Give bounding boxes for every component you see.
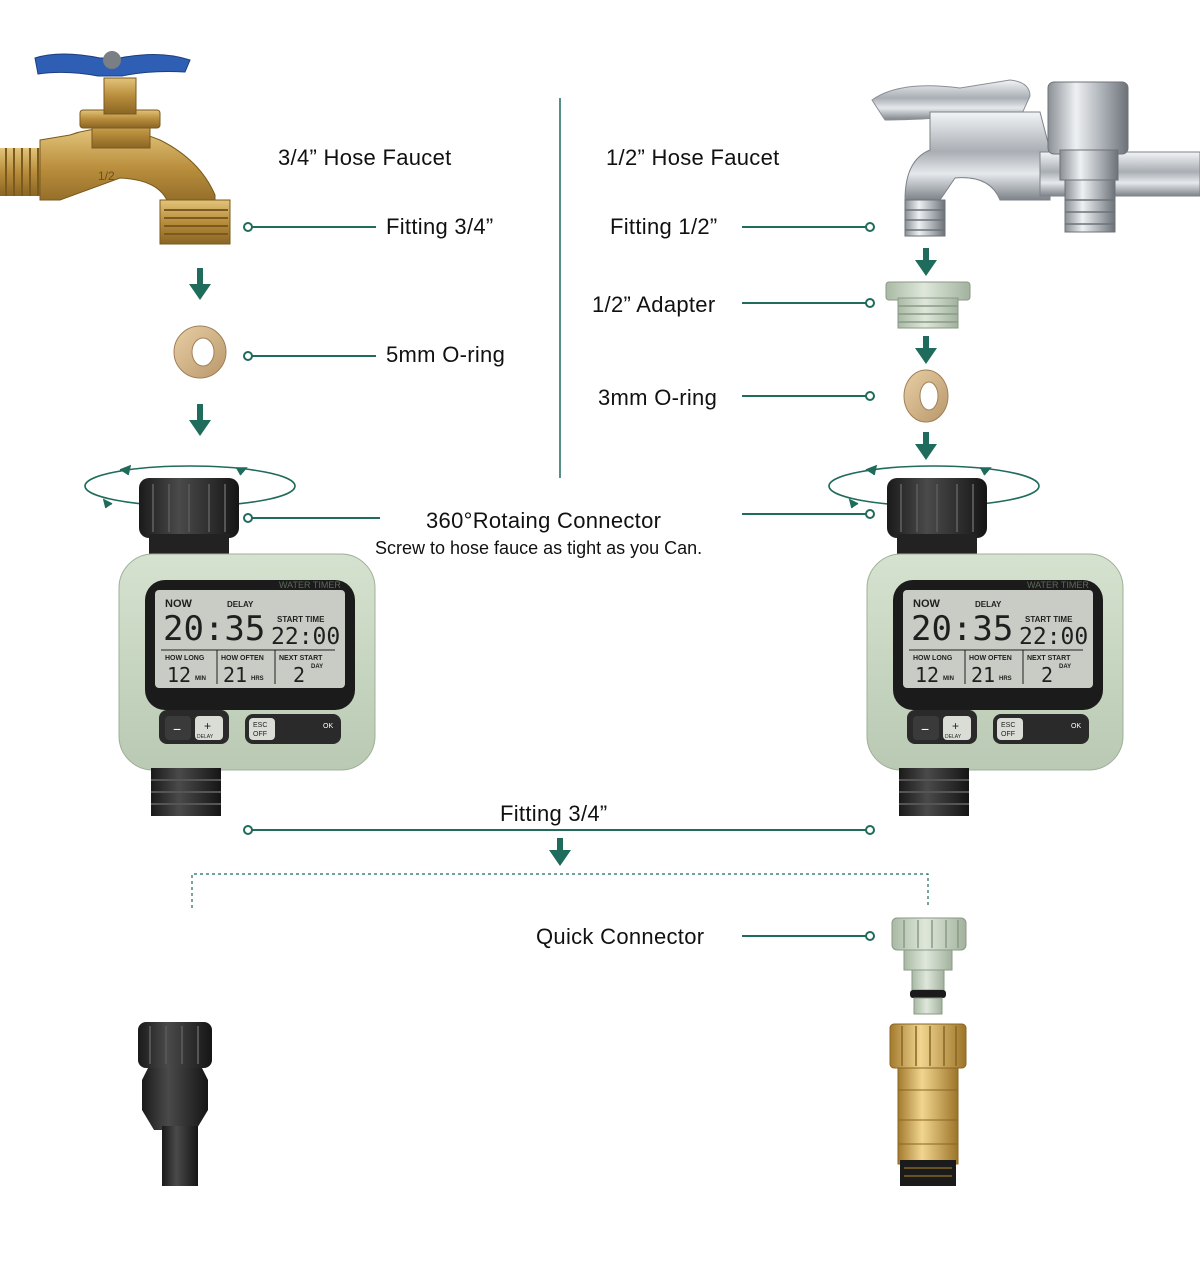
chrome-faucet-image bbox=[871, 79, 1200, 237]
black-hose-end-image bbox=[138, 1022, 212, 1186]
quick-connector-label: Quick Connector bbox=[536, 924, 705, 949]
lcd-how-long-label: HOW LONG bbox=[165, 655, 205, 662]
btn-minus: − bbox=[921, 721, 929, 737]
svg-text:1/2: 1/2 bbox=[98, 169, 115, 183]
btn-esc: ESC bbox=[253, 722, 267, 729]
right-oring-label: 3mm O-ring bbox=[598, 385, 718, 410]
brass-faucet-image: 1/2 bbox=[0, 51, 231, 245]
lcd-start-time-label: START TIME bbox=[277, 615, 325, 624]
lcd-next-start-value: 2 bbox=[1041, 663, 1053, 687]
lcd-next-start-label: NEXT START bbox=[279, 655, 323, 662]
dashed-bracket bbox=[191, 873, 929, 908]
bottom-fitting-line bbox=[243, 825, 875, 835]
lcd-how-long-label: HOW LONG bbox=[913, 655, 953, 662]
lcd-how-often-label: HOW OFTEN bbox=[969, 655, 1012, 662]
lcd-brand: WATER TIMER bbox=[279, 580, 341, 590]
lcd-current-time: 20:35 bbox=[163, 609, 265, 649]
connector-subtitle: Screw to hose fauce as tight as you Can. bbox=[375, 538, 703, 558]
lcd-left: WATER TIMER NOW DELAY 20:35 START TIME 2… bbox=[161, 580, 341, 687]
oring-3mm-image bbox=[903, 369, 949, 423]
lcd-how-often-value: 21 bbox=[971, 663, 995, 687]
lcd-next-start-value: 2 bbox=[293, 663, 305, 687]
btn-off: OFF bbox=[253, 731, 267, 738]
right-adapter-label: 1/2” Adapter bbox=[592, 292, 716, 317]
lcd-now-label: NOW bbox=[165, 598, 193, 610]
btn-off: OFF bbox=[1001, 731, 1015, 738]
flow-arrows bbox=[189, 248, 937, 866]
lcd-how-often-value: 21 bbox=[223, 663, 247, 687]
btn-ok: OK bbox=[323, 723, 333, 730]
lcd-next-start-label: NEXT START bbox=[1027, 655, 1071, 662]
oring-5mm-image bbox=[173, 325, 227, 379]
lcd-delay-label: DELAY bbox=[227, 600, 254, 609]
lcd-start-time-label: START TIME bbox=[1025, 615, 1073, 624]
lcd-how-long-unit: MIN bbox=[943, 676, 954, 682]
btn-minus: − bbox=[173, 721, 181, 737]
lcd-now-label: NOW bbox=[913, 598, 941, 610]
bottom-fitting-label: Fitting 3/4” bbox=[500, 801, 608, 826]
keypad-left: − + DELAY ESC OFF OK bbox=[165, 716, 333, 740]
lcd-current-time: 20:35 bbox=[911, 609, 1013, 649]
lcd-next-start-unit: DAY bbox=[311, 664, 323, 670]
quick-connector-image bbox=[891, 917, 967, 1015]
lcd-delay-label: DELAY bbox=[975, 600, 1002, 609]
lcd-next-start-unit: DAY bbox=[1059, 664, 1071, 670]
btn-plus-delay: DELAY bbox=[945, 734, 962, 740]
lcd-how-long-value: 12 bbox=[167, 663, 191, 687]
lcd-start-time: 22:00 bbox=[271, 624, 340, 650]
btn-esc: ESC bbox=[1001, 722, 1015, 729]
lcd-start-time: 22:00 bbox=[1019, 624, 1088, 650]
leader-lines-right bbox=[742, 222, 875, 941]
btn-plus: + bbox=[204, 719, 211, 733]
leader-lines-left bbox=[243, 222, 380, 523]
lcd-how-long-unit: MIN bbox=[195, 676, 206, 682]
left-fitting-label: Fitting 3/4” bbox=[386, 214, 494, 239]
lcd-right: WATER TIMER NOW DELAY 20:35 START TIME 2… bbox=[909, 580, 1089, 687]
adapter-half-inch-image bbox=[885, 281, 971, 329]
btn-plus: + bbox=[952, 719, 959, 733]
lcd-how-long-value: 12 bbox=[915, 663, 939, 687]
keypad-right: − + DELAY ESC OFF OK bbox=[913, 716, 1081, 740]
btn-ok: OK bbox=[1071, 723, 1081, 730]
brass-hose-end-image bbox=[889, 1023, 967, 1186]
lcd-brand: WATER TIMER bbox=[1027, 580, 1089, 590]
left-oring-label: 5mm O-ring bbox=[386, 342, 506, 367]
right-heading: 1/2” Hose Faucet bbox=[606, 145, 780, 170]
lcd-how-often-label: HOW OFTEN bbox=[221, 655, 264, 662]
connector-title: 360°Rotaing Connector bbox=[426, 508, 662, 533]
left-heading: 3/4” Hose Faucet bbox=[278, 145, 452, 170]
lcd-how-often-unit: HRS bbox=[251, 676, 264, 682]
btn-plus-delay: DELAY bbox=[197, 734, 214, 740]
right-fitting-label: Fitting 1/2” bbox=[610, 214, 718, 239]
lcd-how-often-unit: HRS bbox=[999, 676, 1012, 682]
